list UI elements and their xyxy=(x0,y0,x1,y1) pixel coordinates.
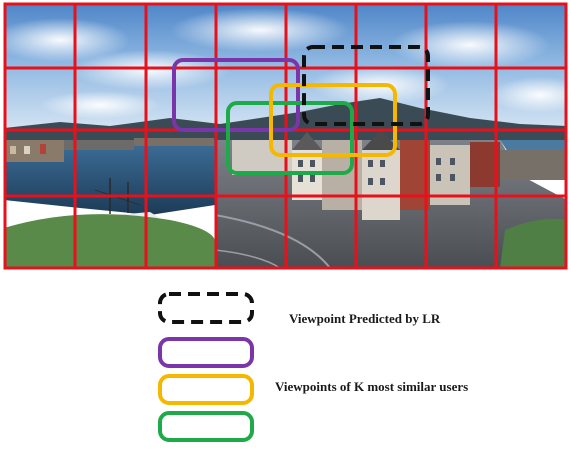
legend-swatch-lr xyxy=(158,292,254,324)
legend-label-similar-users: Viewpoints of K most similar users xyxy=(275,379,469,394)
viewport-lr-dashed xyxy=(302,45,430,126)
road-line-2 xyxy=(214,249,281,269)
viewport-green xyxy=(226,101,354,175)
legend-label-lr: Viewpoint Predicted by LR xyxy=(289,311,441,326)
legend-swatch-purple xyxy=(158,337,254,368)
viewport-purple xyxy=(172,58,300,132)
legend-swatch-yellow xyxy=(158,374,254,405)
left-buildings xyxy=(4,138,214,162)
grass-left xyxy=(4,214,215,268)
viewport-yellow xyxy=(269,83,397,157)
panorama-image xyxy=(0,2,571,270)
legend-swatch-green xyxy=(158,411,254,442)
legend: Viewpoint Predicted by LR Viewpoints of … xyxy=(0,272,571,448)
legend-swatches xyxy=(158,292,254,442)
grass-right xyxy=(500,218,567,268)
